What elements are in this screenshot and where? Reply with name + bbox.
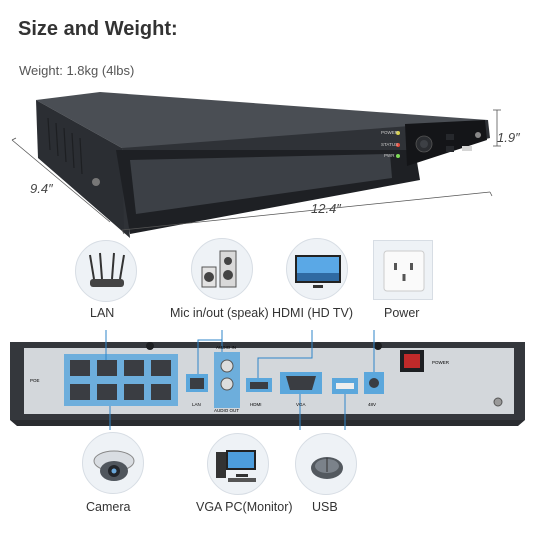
speaker-icon <box>191 238 253 300</box>
power-label: Power <box>384 306 420 320</box>
status-led-label: STATUS <box>381 142 398 147</box>
dome-camera-icon <box>82 432 144 494</box>
poe-label: POE <box>30 378 40 383</box>
hdmi-label: HDMI (HD TV) <box>272 306 354 320</box>
usb-mouse-icon <box>295 433 357 495</box>
vga-label: VGA PC(Monitor) <box>196 500 293 514</box>
power-switch-label: POWER <box>432 360 450 365</box>
depth-dimension: 9.4″ <box>30 181 53 196</box>
usb-label: USB <box>312 500 338 514</box>
router-icon <box>75 240 137 302</box>
height-dimension: 1.9″ <box>497 130 520 145</box>
audio-in-label: AUDIO IN <box>216 345 236 350</box>
dc-label: 48V <box>368 402 376 407</box>
nvr-device-illustration: POWER STATUS PWR <box>11 92 501 238</box>
weight-text: Weight: 1.8kg (4lbs) <box>19 63 135 78</box>
rear-lan-label: LAN <box>192 402 201 407</box>
audio-out-label: AUDIO OUT <box>214 408 239 413</box>
rear-vga-label: VGA <box>296 402 306 407</box>
power-socket-icon <box>373 240 433 300</box>
rear-hdmi-label: HDMI <box>250 402 262 407</box>
pwr-led-label: PWR <box>384 153 395 158</box>
page-title: Size and Weight: <box>18 18 178 40</box>
power-led-label: POWER <box>381 130 399 135</box>
rear-panel: POE LAN AUDIO IN AUDIO OUT HDMI VGA 48V … <box>10 330 525 430</box>
tv-icon <box>286 238 348 300</box>
mic-label: Mic in/out (speak) <box>170 306 269 320</box>
width-dimension: 12.4″ <box>311 201 341 216</box>
pc-monitor-icon <box>207 433 269 495</box>
lan-label: LAN <box>90 306 115 320</box>
camera-label: Camera <box>86 500 131 514</box>
